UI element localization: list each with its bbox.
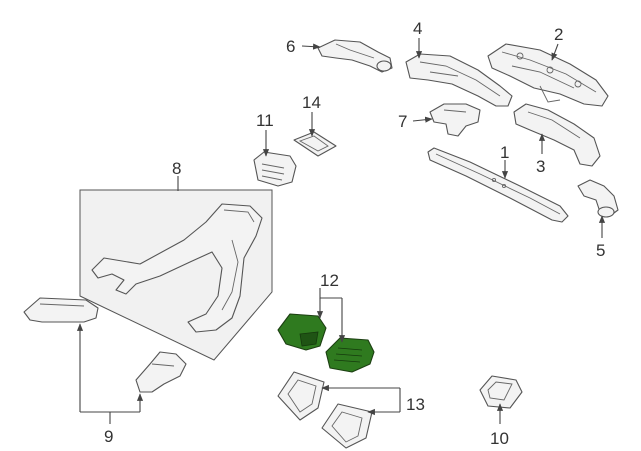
part-9-duct-b [135, 351, 187, 393]
part-3-duct [513, 103, 601, 167]
part-1-bar [427, 147, 569, 223]
callout-labels: 6 4 2 7 3 1 5 11 14 8 12 9 13 10 [104, 19, 605, 448]
callout-12: 12 [320, 271, 339, 290]
callout-2: 2 [554, 25, 563, 44]
callout-7: 7 [398, 112, 407, 131]
part-7-duct [429, 103, 481, 137]
callout-8: 8 [172, 159, 181, 178]
leader-6 [301, 43, 321, 50]
callout-14: 14 [302, 93, 321, 112]
part-10-bezel [479, 375, 523, 409]
callout-11: 11 [256, 111, 274, 130]
callout-6: 6 [286, 37, 295, 56]
callout-4: 4 [413, 19, 422, 38]
callout-13: 13 [406, 395, 425, 414]
callout-5: 5 [596, 241, 605, 260]
part-12-vent-right [325, 337, 375, 373]
part-8-inset [79, 189, 273, 361]
callout-10: 10 [490, 429, 509, 448]
part-9-duct-a [23, 297, 99, 323]
part-5-elbow [577, 179, 619, 218]
part-14-trim [293, 131, 337, 157]
leader-7 [412, 116, 433, 123]
part-4-duct [405, 53, 513, 107]
leader-2 [551, 43, 559, 61]
part-12-vent-left [277, 313, 327, 351]
callout-1: 1 [500, 143, 509, 162]
leader-lines [76, 38, 606, 424]
callout-3: 3 [536, 157, 545, 176]
part-2-bracket [487, 43, 609, 107]
part-13-register-b [321, 403, 373, 449]
part-6-duct [317, 39, 393, 73]
callout-9: 9 [104, 427, 113, 446]
part-11-vent [253, 151, 297, 187]
part-13-register-a [277, 371, 325, 421]
